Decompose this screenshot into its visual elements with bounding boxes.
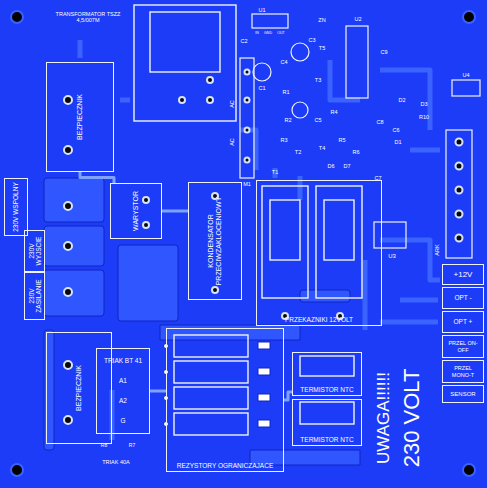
part-label: C7	[374, 175, 381, 181]
thermistor-box: TERMISTOR NTC	[292, 352, 362, 396]
part-label: C3	[308, 37, 315, 43]
copper-pour	[44, 178, 360, 465]
part-label: R1	[282, 89, 289, 95]
part-label: ZN	[318, 17, 325, 23]
part-label: D2	[398, 97, 405, 103]
thermistor-box: TERMISTOR NTC	[292, 399, 362, 446]
component-name: WARYSTOR	[132, 186, 140, 236]
part-label: R6	[352, 149, 359, 155]
pin-label: A2	[119, 397, 127, 404]
component-name: BEZPIECZNIK	[76, 65, 84, 169]
part-label: D7	[343, 163, 350, 169]
pin-label: A1	[119, 377, 127, 384]
thermistor-symbol	[300, 356, 354, 424]
part-label: D1	[394, 139, 401, 145]
part-label: T2	[295, 149, 301, 155]
copper-trace	[162, 210, 188, 213]
capacitor-box: KONDENSATOR PRZECIWZAKLOCENIOWY	[188, 182, 242, 300]
part-label: D6	[327, 163, 334, 169]
part-label: C8	[376, 119, 383, 125]
pin-label: G	[120, 417, 125, 424]
part-label: T5	[319, 45, 325, 51]
part-label: M1	[243, 181, 251, 187]
connector-pin: OPT +	[442, 311, 484, 333]
component-name: BEZPIECZNIK	[75, 335, 83, 441]
warning-text: 230 VOLT	[400, 369, 424, 468]
part-label: C2	[240, 38, 247, 44]
part-label: AC	[229, 100, 235, 108]
part-label: R7	[129, 443, 135, 449]
connector-pin: PRZEL ON-OFF	[442, 335, 484, 358]
resistor-symbol	[174, 335, 248, 435]
component-name: KONDENSATOR PRZECIWZAKLOCENIOWY	[207, 185, 223, 297]
terminal-box: 230V ZASILANIE	[24, 272, 45, 320]
part-name: TRANSFORMATOR TSZZ 4,5/007M	[52, 11, 124, 23]
relay-box: PRZEKAZNIKI 12VOLT	[256, 180, 382, 326]
component-name: +12V	[454, 270, 473, 279]
component-name: SENSOR	[450, 391, 475, 398]
part-label: C4	[280, 59, 287, 65]
part-label: R5	[338, 137, 345, 143]
part-label: T3	[315, 77, 321, 83]
part-label: T1	[272, 169, 278, 175]
component-name: PRZEL MONO-T	[445, 365, 481, 378]
part-label: R3	[280, 137, 287, 143]
part-label: C5	[314, 117, 321, 123]
terminal-box: 230V WSPOLNY	[4, 178, 28, 236]
component-name: TRIAK BT 41	[104, 357, 142, 364]
component-name: 230V WSPOLNY	[12, 181, 19, 233]
part-label: C6	[392, 127, 399, 133]
connector-pin: SENSOR	[442, 385, 484, 403]
terminal-box: 230V WYJSCIE	[24, 230, 45, 272]
component-name: REZYSTORY OGRANICZAJACE	[177, 462, 273, 469]
component-name: 230V WYJSCIE	[27, 233, 42, 269]
part-label: R2	[284, 117, 291, 123]
part-label: R10	[419, 114, 429, 120]
component-name: PRZEL ON-OFF	[445, 340, 481, 353]
part-label: TRIAK 40A	[102, 459, 130, 465]
part-label: U1	[258, 7, 265, 13]
part-label: U2	[354, 16, 361, 22]
connector-pin: +12V	[442, 264, 484, 285]
resistor-group: REZYSTORY OGRANICZAJACE	[166, 328, 284, 472]
part-label: T4	[319, 145, 325, 151]
component-name: TERMISTOR NTC	[300, 436, 353, 443]
part-label: R8	[101, 443, 107, 449]
part-label: AC	[229, 138, 235, 146]
component-name: TERMISTOR NTC	[300, 386, 353, 393]
copper-trace	[284, 392, 292, 400]
connector-pin: OPT -	[442, 287, 484, 309]
relay-outline	[262, 186, 362, 298]
copper-trace	[80, 172, 114, 183]
ic-outline	[240, 14, 480, 258]
fuse-box: BEZPIECZNIK	[46, 62, 114, 172]
connector-pin: PRZEL MONO-T	[442, 360, 484, 383]
part-label: IN	[255, 32, 259, 36]
part-label: C9	[380, 49, 387, 55]
copper-trace	[150, 390, 166, 393]
part-label: U3	[388, 253, 396, 260]
part-label: U4	[462, 72, 469, 78]
transformer-outline	[134, 5, 236, 121]
triac-box: TRIAK BT 41 A1A2G	[96, 348, 150, 434]
varistor-box: WARYSTOR	[110, 183, 162, 239]
part-label: ARK	[434, 244, 440, 255]
component-name: OPT -	[454, 294, 471, 301]
component-name: PRZEKAZNIKI 12VOLT	[285, 316, 353, 323]
component-name: OPT +	[454, 318, 473, 325]
part-label: R4	[330, 109, 337, 115]
part-label: OUT	[277, 32, 285, 36]
component-name: 230V ZASILANIE	[27, 275, 42, 317]
mounting-hole	[11, 11, 475, 476]
part-label: D3	[420, 101, 427, 107]
resistor-pad	[164, 342, 271, 427]
warning-text: UWAGA!!!!!!	[375, 372, 394, 464]
part-label: GND	[264, 32, 272, 36]
part-label: C1	[258, 85, 265, 91]
